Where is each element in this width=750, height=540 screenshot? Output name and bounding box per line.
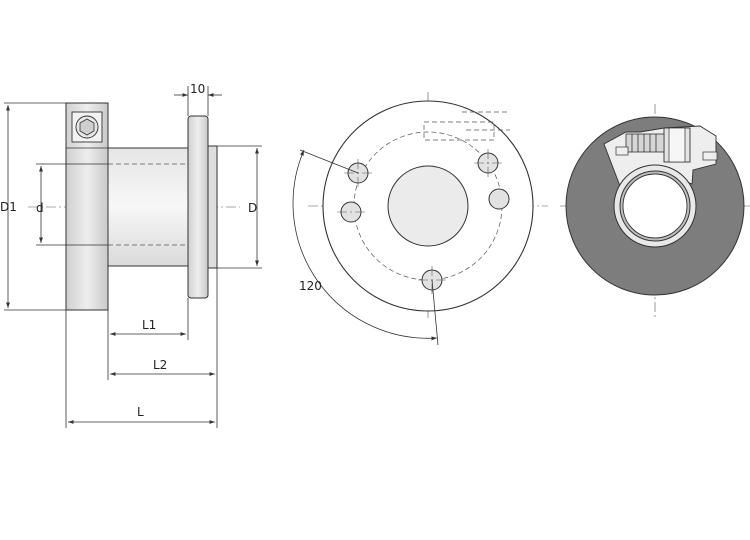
label-flange-width: 10 (190, 82, 205, 96)
label-d: d (36, 201, 44, 215)
angle-arc (292, 149, 438, 341)
section-bore (622, 173, 688, 239)
label-l: L (137, 405, 144, 419)
bolt-hole-4 (488, 188, 510, 210)
label-l2: L2 (153, 358, 167, 372)
hub-cylinder (107, 147, 189, 267)
hidden-slot (423, 121, 495, 141)
side-view: D1 d D 10 L1 L2 L (0, 82, 262, 428)
label-d1: D1 (0, 200, 17, 214)
section-view (560, 104, 750, 318)
clamp-screw-icon (615, 127, 718, 163)
bolt-hole-3 (474, 149, 502, 177)
flange (187, 115, 209, 299)
socket-screw-icon (71, 111, 103, 143)
spigot (207, 145, 218, 269)
hub-bore (387, 165, 469, 247)
label-D: D (248, 201, 257, 215)
front-view: 120 (292, 92, 548, 346)
label-angle: 120 (299, 279, 322, 293)
label-l1: L1 (142, 318, 156, 332)
